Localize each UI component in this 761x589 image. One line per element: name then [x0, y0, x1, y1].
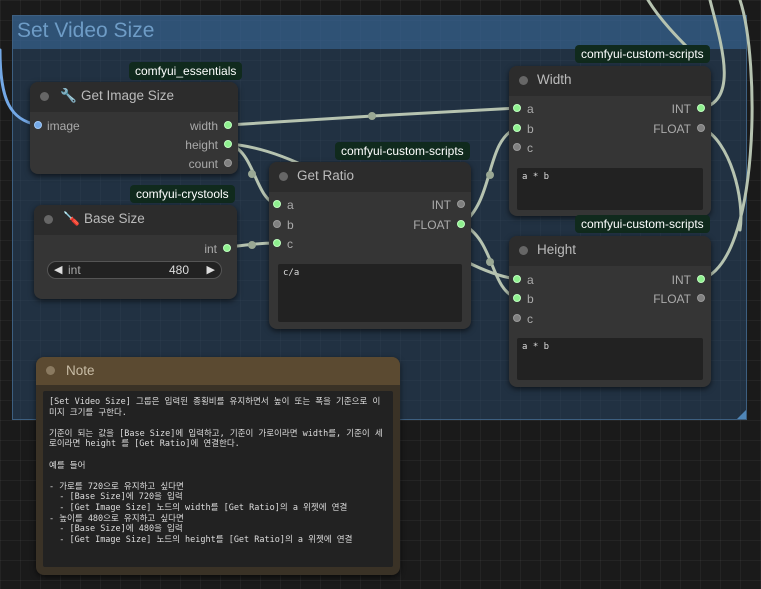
- output-slot-width[interactable]: [224, 121, 232, 129]
- node-title-icon: 🔧: [60, 88, 77, 104]
- input-slot-b[interactable]: [513, 294, 521, 302]
- input-slot-c[interactable]: [273, 239, 281, 247]
- collapse-dot[interactable]: [46, 366, 55, 375]
- wrench-icon: 🔧: [60, 88, 77, 103]
- input-label-c: c: [527, 312, 533, 326]
- screwdriver-icon: 🪛: [63, 211, 80, 226]
- node-header[interactable]: Width: [509, 66, 711, 96]
- input-slot-c[interactable]: [513, 314, 521, 322]
- node-title: Height: [537, 242, 577, 257]
- expression-textarea[interactable]: a * b: [517, 338, 703, 380]
- node-header[interactable]: 🪛 Base Size: [34, 205, 237, 235]
- input-slot-image[interactable]: [34, 121, 42, 129]
- input-label-b: b: [527, 122, 534, 136]
- input-label-image: image: [47, 119, 80, 133]
- output-label-float: FLOAT: [413, 218, 451, 232]
- node-note[interactable]: Note [Set Video Size] 그룹은 입력된 종횡비를 유지하면서…: [36, 357, 400, 575]
- wire-image-in: [0, 48, 40, 127]
- wire-height-int-out: [700, 0, 754, 281]
- input-label-b: b: [527, 292, 534, 306]
- output-label-int: INT: [671, 273, 691, 287]
- node-header[interactable]: Height: [509, 236, 711, 266]
- collapse-dot[interactable]: [519, 76, 528, 85]
- input-slot-a[interactable]: [513, 275, 521, 283]
- note-textarea[interactable]: [Set Video Size] 그룹은 입력된 종횡비를 유지하면서 높이 또…: [43, 391, 393, 567]
- input-label-a: a: [527, 273, 534, 287]
- node-title: Get Image Size: [81, 88, 175, 103]
- input-label-a: a: [287, 198, 294, 212]
- output-slot-int[interactable]: [457, 200, 465, 208]
- node-badge: comfyui-custom-scripts: [575, 215, 710, 233]
- output-slot-int[interactable]: [223, 244, 231, 252]
- input-label-a: a: [527, 102, 534, 116]
- node-get-image-size[interactable]: 🔧 Get Image Size image width height coun…: [30, 82, 238, 174]
- node-width[interactable]: Width a b c INT FLOAT a * b: [509, 66, 711, 216]
- output-slot-count[interactable]: [224, 159, 232, 167]
- reroute-dot: [486, 171, 494, 179]
- node-badge: comfyui-custom-scripts: [575, 45, 710, 63]
- node-title: Get Ratio: [297, 168, 355, 183]
- node-title: Base Size: [84, 211, 145, 226]
- widget-value: 480: [168, 263, 189, 277]
- wire-width-int-out: [700, 0, 726, 110]
- node-title: Note: [66, 363, 95, 378]
- reroute-dot: [368, 112, 376, 120]
- node-header[interactable]: Get Ratio: [269, 162, 471, 192]
- output-slot-int[interactable]: [697, 275, 705, 283]
- widget-label: int: [68, 263, 81, 277]
- input-label-c: c: [527, 141, 533, 155]
- wire-top-link: [646, 0, 692, 52]
- input-label-c: c: [287, 237, 293, 251]
- output-label-count: count: [188, 157, 218, 171]
- node-badge: comfyui-custom-scripts: [335, 142, 470, 160]
- node-title: Width: [537, 72, 572, 87]
- output-slot-float[interactable]: [697, 294, 705, 302]
- collapse-dot[interactable]: [40, 92, 49, 101]
- output-label-int: int: [204, 242, 217, 256]
- collapse-dot[interactable]: [279, 172, 288, 181]
- base-size-int-widget[interactable]: ◀ int 480 ▶: [47, 261, 222, 279]
- collapse-dot[interactable]: [519, 246, 528, 255]
- input-label-b: b: [287, 218, 294, 232]
- group-resize-handle[interactable]: [737, 410, 746, 419]
- input-slot-c[interactable]: [513, 143, 521, 151]
- node-badge: comfyui_essentials: [129, 62, 243, 80]
- input-slot-b[interactable]: [273, 220, 281, 228]
- node-get-ratio[interactable]: Get Ratio a b c INT FLOAT c/a: [269, 162, 471, 329]
- output-label-int: INT: [431, 198, 451, 212]
- output-label-height: height: [185, 138, 218, 152]
- expression-textarea[interactable]: a * b: [517, 168, 703, 210]
- reroute-dot: [248, 241, 256, 249]
- output-label-float: FLOAT: [653, 122, 691, 136]
- input-slot-a[interactable]: [513, 104, 521, 112]
- group-header[interactable]: Set Video Size: [13, 16, 746, 49]
- output-label-int: INT: [671, 102, 691, 116]
- group-title: Set Video Size: [17, 19, 155, 42]
- input-slot-b[interactable]: [513, 124, 521, 132]
- node-header[interactable]: 🔧 Get Image Size: [30, 82, 238, 112]
- node-height[interactable]: Height a b c INT FLOAT a * b: [509, 236, 711, 387]
- output-slot-float[interactable]: [697, 124, 705, 132]
- collapse-dot[interactable]: [44, 215, 53, 224]
- output-slot-int[interactable]: [697, 104, 705, 112]
- output-slot-height[interactable]: [224, 140, 232, 148]
- output-label-float: FLOAT: [653, 292, 691, 306]
- output-slot-float[interactable]: [457, 220, 465, 228]
- reroute-dot: [248, 170, 256, 178]
- output-label-width: width: [189, 119, 218, 133]
- reroute-dot: [486, 258, 494, 266]
- expression-textarea[interactable]: c/a: [278, 264, 462, 322]
- node-base-size[interactable]: 🪛 Base Size int ◀ int 480 ▶: [34, 205, 237, 299]
- node-header[interactable]: Note: [36, 357, 400, 385]
- input-slot-a[interactable]: [273, 200, 281, 208]
- triangle-right-icon[interactable]: ▶: [206, 264, 215, 276]
- triangle-left-icon[interactable]: ◀: [54, 264, 63, 276]
- node-badge: comfyui-crystools: [130, 185, 235, 203]
